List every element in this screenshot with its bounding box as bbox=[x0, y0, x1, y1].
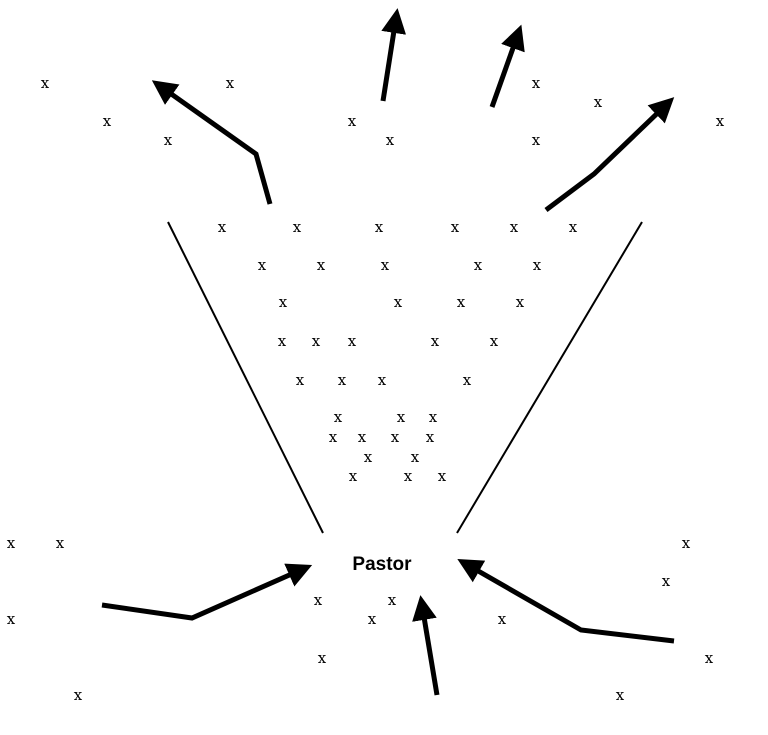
person-marker: x bbox=[7, 534, 16, 552]
person-marker: x bbox=[438, 467, 447, 485]
person-marker: x bbox=[510, 218, 519, 236]
pastor-label: Pastor bbox=[352, 554, 412, 575]
person-marker: x bbox=[457, 293, 466, 311]
arrow-out-upper-right bbox=[544, 97, 675, 212]
person-marker: x bbox=[334, 408, 343, 426]
person-marker: x bbox=[569, 218, 578, 236]
person-marker: x bbox=[338, 371, 347, 389]
person-marker: x bbox=[364, 448, 373, 466]
person-marker: x bbox=[474, 256, 483, 274]
person-marker: x bbox=[463, 371, 472, 389]
arrow-in-right bbox=[457, 559, 675, 644]
person-marker: x bbox=[318, 649, 327, 667]
person-marker: x bbox=[381, 256, 390, 274]
person-marker: x bbox=[56, 534, 65, 552]
arrow-in-left bbox=[101, 563, 313, 621]
person-marker: x bbox=[348, 332, 357, 350]
person-marker: x bbox=[616, 686, 625, 704]
person-marker: x bbox=[532, 74, 541, 92]
person-marker: x bbox=[391, 428, 400, 446]
person-marker: x bbox=[164, 131, 173, 149]
person-marker: x bbox=[226, 74, 235, 92]
person-marker: x bbox=[682, 534, 691, 552]
person-marker: x bbox=[218, 218, 227, 236]
person-marker: x bbox=[314, 591, 323, 609]
funnel-left-line bbox=[167, 221, 324, 534]
person-marker: x bbox=[279, 293, 288, 311]
person-marker: x bbox=[103, 112, 112, 130]
person-marker: x bbox=[394, 293, 403, 311]
person-marker: x bbox=[278, 332, 287, 350]
person-marker: x bbox=[451, 218, 460, 236]
person-marker: x bbox=[74, 686, 83, 704]
person-marker: x bbox=[404, 467, 413, 485]
person-marker: x bbox=[348, 112, 357, 130]
funnel-right-line bbox=[456, 221, 643, 534]
arrow-out-upper-left bbox=[151, 80, 273, 205]
arrow-out-top-right bbox=[489, 24, 525, 108]
person-marker: x bbox=[349, 467, 358, 485]
person-marker: x bbox=[378, 371, 387, 389]
person-marker: x bbox=[426, 428, 435, 446]
person-marker: x bbox=[429, 408, 438, 426]
person-marker: x bbox=[498, 610, 507, 628]
person-marker: x bbox=[296, 371, 305, 389]
person-marker: x bbox=[358, 428, 367, 446]
person-marker: x bbox=[329, 428, 338, 446]
person-marker: x bbox=[594, 93, 603, 111]
person-marker: x bbox=[716, 112, 725, 130]
person-marker: x bbox=[293, 218, 302, 236]
person-marker: x bbox=[516, 293, 525, 311]
person-marker: x bbox=[7, 610, 16, 628]
person-marker: x bbox=[41, 74, 50, 92]
person-marker: x bbox=[368, 610, 377, 628]
person-marker: x bbox=[411, 448, 420, 466]
person-marker: x bbox=[317, 256, 326, 274]
person-marker: x bbox=[533, 256, 542, 274]
arrow-out-top-left bbox=[380, 8, 407, 102]
person-marker: x bbox=[388, 591, 397, 609]
person-marker: x bbox=[490, 332, 499, 350]
person-marker: x bbox=[662, 572, 671, 590]
person-marker: x bbox=[431, 332, 440, 350]
person-marker: x bbox=[705, 649, 714, 667]
person-marker: x bbox=[312, 332, 321, 350]
person-marker: x bbox=[397, 408, 406, 426]
person-marker: x bbox=[532, 131, 541, 149]
person-marker: x bbox=[386, 131, 395, 149]
arrow-in-bottom bbox=[412, 595, 440, 696]
person-marker: x bbox=[375, 218, 384, 236]
person-marker: x bbox=[258, 256, 267, 274]
